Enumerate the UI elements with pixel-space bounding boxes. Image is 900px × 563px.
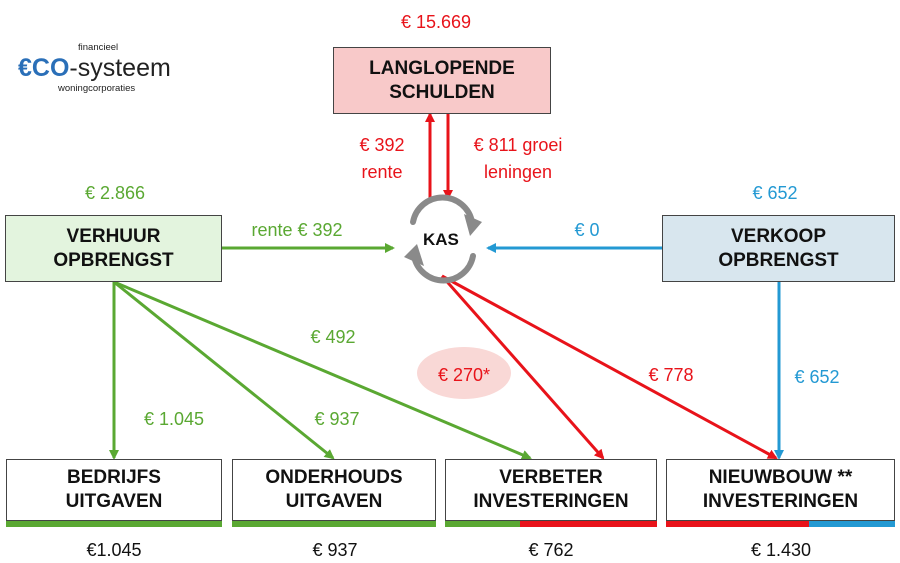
node-kas-label: KAS bbox=[423, 230, 459, 249]
node-onderhouds-uitgaven: ONDERHOUDS UITGAVEN bbox=[232, 459, 436, 521]
node-onderhouds-label: ONDERHOUDS UITGAVEN bbox=[265, 467, 403, 512]
bar-nieuwbouw-blue bbox=[809, 521, 895, 527]
value-verhuur: € 2.866 bbox=[84, 183, 146, 203]
flow-groei-text: leningen bbox=[483, 162, 553, 182]
flow-kas-verbeter: € 270* bbox=[437, 365, 491, 385]
value-verbeter: € 762 bbox=[528, 540, 574, 560]
cycle-icon bbox=[410, 194, 476, 284]
arrow-kas-to-nieuwbouw bbox=[441, 274, 778, 460]
arrow-verhuur-to-onderhouds bbox=[113, 280, 335, 460]
node-langlopende-schulden: LANGLOPENDE SCHULDEN bbox=[333, 47, 551, 114]
flow-rente-text: rente bbox=[361, 162, 403, 182]
node-verhuur-opbrengst: VERHUUR OPBRENGST bbox=[5, 215, 222, 282]
flow-rente-amount: € 392 bbox=[359, 135, 405, 155]
node-bedrijfs-uitgaven: BEDRIJFS UITGAVEN bbox=[6, 459, 222, 521]
flow-groei-amount: € 811 groei bbox=[473, 135, 563, 155]
node-verbeter-label: VERBETER INVESTERINGEN bbox=[473, 467, 629, 512]
bar-onderhouds-green bbox=[232, 521, 436, 527]
flow-verkoop-kas: € 0 bbox=[574, 220, 600, 240]
flow-verhuur-onderhouds: € 937 bbox=[314, 409, 360, 429]
logo-bottom-text: woningcorporaties bbox=[58, 83, 136, 94]
node-nieuwbouw-investeringen: NIEUWBOUW ** INVESTERINGEN bbox=[666, 459, 895, 521]
flow-verhuur-verbeter: € 492 bbox=[310, 327, 356, 347]
node-verkoop-opbrengst: VERKOOP OPBRENGST bbox=[662, 215, 895, 282]
cycle-arrowhead-bottom bbox=[404, 244, 424, 266]
eco-systeem-logo: financieel €CO-systeem woningcorporaties bbox=[18, 42, 198, 94]
bar-nieuwbouw-red bbox=[666, 521, 809, 527]
arrow-verhuur-to-verbeter bbox=[113, 280, 532, 460]
bar-verbeter-green bbox=[445, 521, 520, 527]
node-nieuwbouw-label: NIEUWBOUW ** INVESTERINGEN bbox=[702, 467, 859, 512]
bar-verbeter-red bbox=[520, 521, 657, 527]
node-bedrijfs-label: BEDRIJFS UITGAVEN bbox=[65, 467, 163, 512]
highlight-blob bbox=[417, 347, 511, 399]
flow-verhuur-rente: rente € 392 bbox=[251, 220, 343, 240]
value-nieuwbouw: € 1.430 bbox=[750, 540, 812, 560]
value-onderhouds: € 937 bbox=[312, 540, 358, 560]
flow-verkoop-nieuwbouw: € 652 bbox=[794, 367, 840, 387]
bar-bedrijfs-green bbox=[6, 521, 222, 527]
flow-kas-nieuwbouw: € 778 bbox=[648, 365, 694, 385]
logo-brand-suffix: -systeem bbox=[69, 54, 171, 82]
flow-verhuur-bedrijfs: € 1.045 bbox=[143, 409, 205, 429]
value-verkoop: € 652 bbox=[752, 183, 798, 203]
node-verhuur-label: VERHUUR OPBRENGST bbox=[53, 225, 174, 271]
node-verkoop-label: VERKOOP OPBRENGST bbox=[718, 225, 839, 271]
value-schulden: € 15.669 bbox=[400, 12, 472, 32]
value-bedrijfs: €1.045 bbox=[86, 540, 142, 560]
cycle-arrowhead-top bbox=[464, 214, 482, 236]
node-schulden-label: LANGLOPENDE SCHULDEN bbox=[369, 57, 515, 103]
logo-top-text: financieel bbox=[78, 42, 119, 53]
logo-brand: €CO-systeem bbox=[18, 53, 198, 83]
node-verbeter-investeringen: VERBETER INVESTERINGEN bbox=[445, 459, 657, 521]
arrow-kas-to-verbeter bbox=[440, 275, 605, 460]
logo-brand-prefix: €CO bbox=[18, 54, 70, 82]
